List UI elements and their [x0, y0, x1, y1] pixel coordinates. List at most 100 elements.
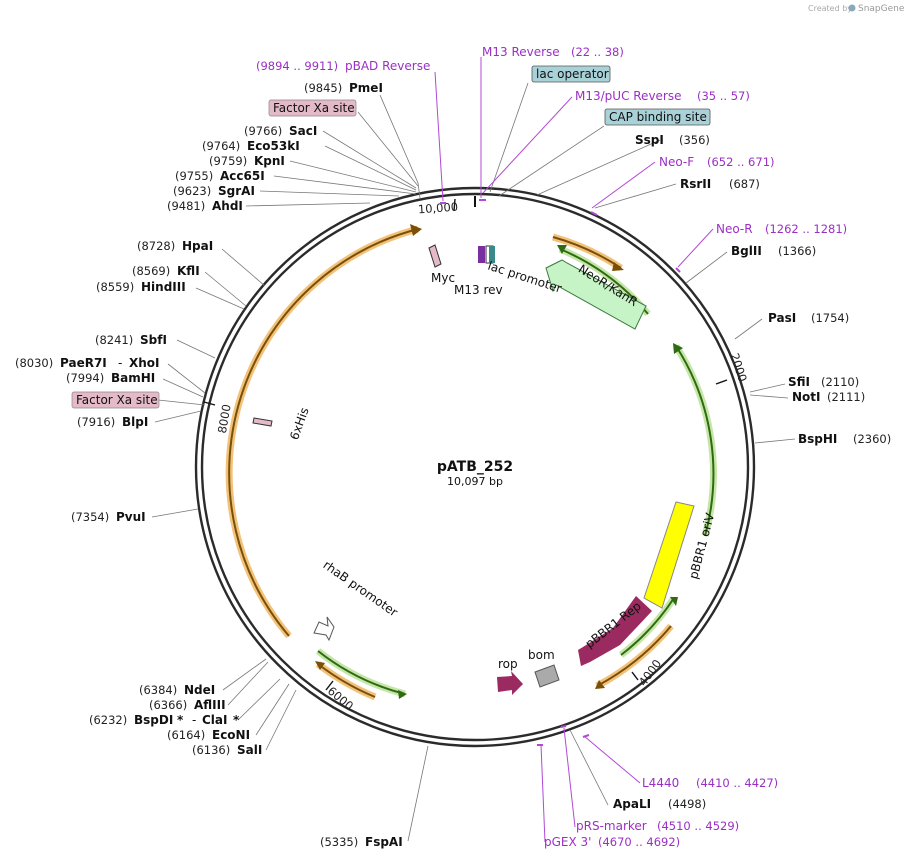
- enzyme-bglii: BglII: [731, 244, 762, 258]
- ring-ticks: [203, 198, 728, 691]
- primer-prs-marker: pRS-marker: [576, 819, 647, 833]
- factor-xa-box-2: [71, 391, 160, 409]
- enzyme-pasi: PasI: [768, 311, 796, 325]
- neor-kanr-arrow: [545, 259, 647, 330]
- enzyme-sspi: SspI: [635, 133, 664, 147]
- lac-operator-box: [531, 65, 611, 83]
- enzyme-sfii-pos: (2110): [821, 375, 859, 389]
- enzyme-saci: SacI: [289, 124, 317, 138]
- enzyme-kpni: KpnI: [254, 154, 285, 168]
- enzyme-rsrii-pos: (687): [729, 177, 760, 191]
- primer-l4440-range: (4410 .. 4427): [696, 776, 778, 790]
- enzyme-kfli-pos: (8569): [132, 264, 170, 278]
- pbbr1-rep-arrow: [578, 596, 652, 666]
- enzyme-bsphi: BspHI: [798, 432, 837, 446]
- enzyme-sali: SalI: [237, 743, 262, 757]
- enzyme-fspai: FspAI: [365, 835, 403, 849]
- tick-10000: 10,000: [417, 200, 458, 217]
- enzyme-bglii-pos: (1366): [778, 244, 816, 258]
- primer-pbad-reverse-range: (9894 .. 9911): [256, 59, 338, 73]
- enzyme-clai-star: *: [233, 713, 240, 727]
- enzyme-rsrii: RsrII: [680, 177, 711, 191]
- enzyme-ndei: NdeI: [184, 683, 215, 697]
- enzyme-blpi-pos: (7916): [77, 415, 115, 429]
- enzyme-noti: NotI: [792, 390, 821, 404]
- pbbr1-oriv-label: pBBR1 oriV: [686, 511, 717, 581]
- enzyme-eco53ki: Eco53kI: [247, 139, 300, 153]
- snapgene-logo-icon: [848, 4, 856, 12]
- primer-neo-f-range: (652 .. 671): [707, 155, 775, 169]
- enzyme-ahdi-pos: (9481): [167, 199, 205, 213]
- factor-xa-box-1: [268, 99, 357, 117]
- enzyme-bamhi-pos: (7994): [66, 371, 104, 385]
- backbone-inner: [200, 192, 750, 742]
- enzyme-hindiii: HindIII: [141, 280, 186, 294]
- credit-brand: SnapGene: [858, 4, 905, 14]
- enzyme-acc65i: Acc65I: [220, 169, 265, 183]
- enzyme-saci-pos: (9766): [244, 124, 282, 138]
- enzyme-afliii-pos: (6366): [149, 698, 187, 712]
- enzyme-ndei-pos: (6384): [139, 683, 177, 697]
- orange-arc-left-head: [410, 224, 422, 236]
- enzyme-pasi-pos: (1754): [811, 311, 849, 325]
- enzyme-blpi: BlpI: [122, 415, 148, 429]
- backbone-outer: [194, 186, 756, 748]
- enzyme-sbfi-pos: (8241): [95, 333, 133, 347]
- enzyme-apali-pos: (4498): [668, 797, 706, 811]
- enzyme-bsphi-pos: (2360): [853, 432, 891, 446]
- primer-m13-reverse: M13 Reverse: [482, 45, 560, 59]
- enzyme-pvui: PvuI: [116, 510, 146, 524]
- pbbr1-oriv-feature: [643, 501, 695, 609]
- primer-marks: [440, 199, 681, 746]
- enzyme-sali-pos: (6136): [192, 743, 230, 757]
- enzyme-noti-pos: (2111): [827, 390, 865, 404]
- enzyme-sspi-pos: (356): [679, 133, 710, 147]
- enzyme-paer7i-pos: (8030): [15, 356, 53, 370]
- enzyme-hindiii-pos: (8559): [96, 280, 134, 294]
- enzyme-econi: EcoNI: [212, 728, 250, 742]
- primer-m13puc-reverse: M13/pUC Reverse: [575, 89, 682, 103]
- enzyme-pmei-pos: (9845): [304, 81, 342, 95]
- primer-m13-reverse-range: (22 .. 38): [571, 45, 624, 59]
- rop-label: rop: [498, 657, 518, 671]
- enzyme-hpai-pos: (8728): [137, 239, 175, 253]
- enzyme-hpai: HpaI: [182, 239, 213, 253]
- primer-prs-marker-range: (4510 .. 4529): [657, 819, 739, 833]
- enzyme-leaders: [151, 82, 796, 842]
- myc-feature: [428, 244, 442, 268]
- factor-xa-label-1: Factor Xa site: [273, 101, 355, 115]
- plasmid-length: 10,097 bp: [447, 475, 503, 488]
- lac-operator-feature: [489, 246, 495, 263]
- enzyme-bspdi-pos: (6232): [89, 713, 127, 727]
- enzyme-ahdi: AhdI: [212, 199, 243, 213]
- enzyme-apali: ApaLI: [613, 797, 651, 811]
- cap-binding-label: CAP binding site: [609, 110, 707, 124]
- enzyme-pvui-pos: (7354): [71, 510, 109, 524]
- plasmid-name: pATB_252: [437, 459, 513, 475]
- enzyme-fspai-pos: (5335): [320, 835, 358, 849]
- orange-arc-left: [225, 225, 419, 639]
- enzyme-bspdi-star: *: [177, 713, 184, 727]
- rhab-promoter-arrow: [313, 616, 335, 642]
- lac-operator-label: lac operator: [536, 67, 609, 81]
- primer-l4440: L4440: [642, 776, 679, 790]
- enzyme-pmei: PmeI: [349, 81, 383, 95]
- enzyme-sgrai-pos: (9623): [173, 184, 211, 198]
- enzyme-xhoi: XhoI: [129, 356, 160, 370]
- enzyme-econi-pos: (6164): [167, 728, 205, 742]
- enzyme-bspdi-sep: -: [192, 713, 196, 727]
- primer-m13puc-reverse-range: (35 .. 57): [697, 89, 750, 103]
- his-tag-label: 6xHis: [287, 406, 312, 442]
- enzyme-eco53ki-pos: (9764): [202, 139, 240, 153]
- enzyme-sgrai: SgrAI: [218, 184, 255, 198]
- bom-label: bom: [528, 648, 555, 662]
- rhab-promoter-label: rhaB promoter: [321, 558, 401, 620]
- enzyme-sfii: SfiI: [788, 375, 810, 389]
- credit-prefix: Created by: [808, 4, 852, 13]
- primer-neo-r-range: (1262 .. 1281): [765, 222, 847, 236]
- enzyme-bspdi: BspDI: [134, 713, 173, 727]
- tick-8000: 8000: [215, 403, 234, 434]
- primer-neo-r: Neo-R: [716, 222, 753, 236]
- enzyme-paer7i: PaeR7I: [60, 356, 107, 370]
